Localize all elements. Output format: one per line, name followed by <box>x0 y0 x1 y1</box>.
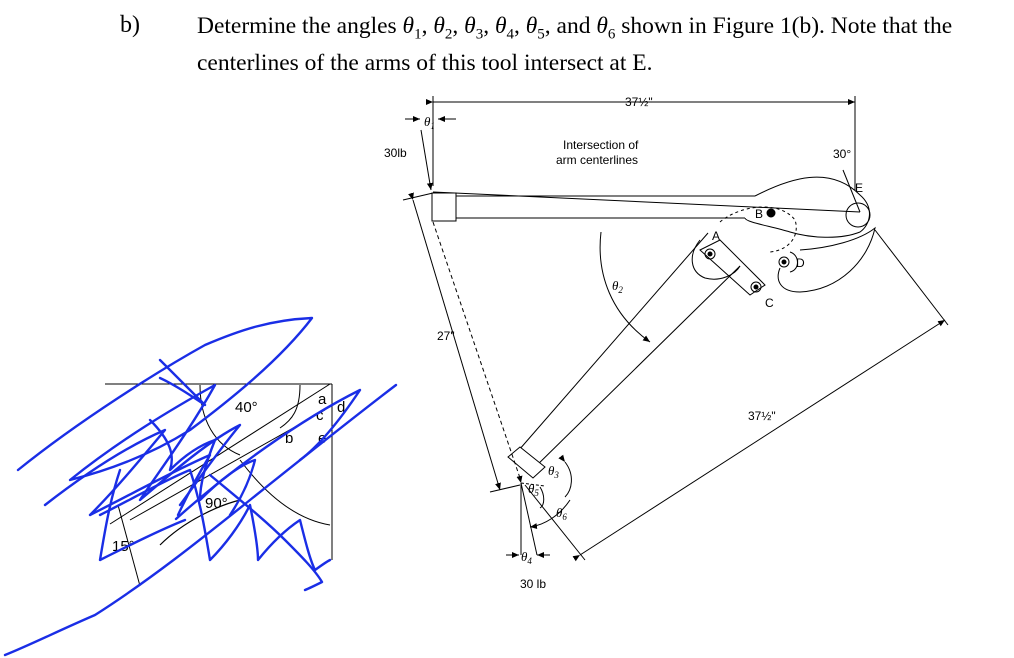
student-sketch <box>105 383 333 587</box>
theta2-label: θ2 <box>612 278 623 295</box>
dim-right-label: 37½" <box>748 409 776 423</box>
angle-theta-1: θ1 <box>402 13 422 43</box>
sketch-label-d: d <box>337 399 345 416</box>
lower-jaw <box>777 226 876 293</box>
upper-jaw <box>744 176 870 238</box>
problem-text-after: shown in Figure 1(b). Note that the cent… <box>197 13 953 76</box>
link-a <box>699 239 766 296</box>
theta6-label: θ6 <box>556 505 567 522</box>
sketch-label-a: a <box>318 391 327 408</box>
angle-theta-5: θ5 <box>525 13 545 43</box>
theta2-arc <box>599 231 651 343</box>
force-bottom-label: 30 lb <box>520 577 546 591</box>
force-top-arrow <box>420 129 433 191</box>
lower-arm-top <box>511 232 709 459</box>
dashed-chord <box>432 221 521 479</box>
theta5-label: θ5 <box>528 481 539 498</box>
sketch-label-b: b <box>285 430 293 447</box>
lower-handle <box>507 446 546 479</box>
upper-handle <box>431 192 457 222</box>
problem-and: and <box>556 13 591 39</box>
force-top-label: 30lb <box>384 146 407 160</box>
sketch-angle-90: 90° <box>205 495 228 512</box>
dim-top-label: 37½" <box>625 95 653 109</box>
point-e-circle <box>845 202 871 228</box>
point-e-label: E <box>855 181 863 195</box>
sketch-label-c: c <box>316 407 324 424</box>
pivot-b <box>766 208 776 218</box>
angle-30-label: 30° <box>833 147 851 161</box>
point-c-label: C <box>765 296 774 310</box>
angle-theta-2: θ2 <box>433 13 453 43</box>
theta4-label: θ4 <box>521 549 532 566</box>
problem-label: b) <box>120 12 140 38</box>
point-b-label: B <box>755 207 763 221</box>
dim-right <box>572 319 946 562</box>
dim-side-label: 27" <box>437 329 455 343</box>
tool-figure <box>402 96 949 562</box>
blue-scribble <box>3 316 398 657</box>
pivot-d <box>778 256 790 268</box>
theta1-label: θ1 <box>424 114 435 131</box>
point-d-label: D <box>796 256 805 270</box>
intersection-label-1: Intersection of <box>563 138 639 152</box>
angle-theta-4: θ4 <box>494 13 514 43</box>
point-a-label: A <box>712 229 720 243</box>
theta3-label: θ3 <box>548 463 559 480</box>
problem-statement: Determine the angles θ1, θ2, θ3, θ4, θ5,… <box>197 13 953 76</box>
sketch-diagonal-line <box>109 383 331 525</box>
dim-27 <box>408 192 501 491</box>
lower-arm-bottom <box>529 265 741 473</box>
intersection-label-2: arm centerlines <box>556 153 638 167</box>
angle-theta-3: θ3 <box>464 13 484 43</box>
sketch-angle-40: 40° <box>235 399 258 416</box>
problem-text-before: Determine the angles <box>197 13 403 39</box>
angle-theta-6: θ6 <box>596 13 616 43</box>
